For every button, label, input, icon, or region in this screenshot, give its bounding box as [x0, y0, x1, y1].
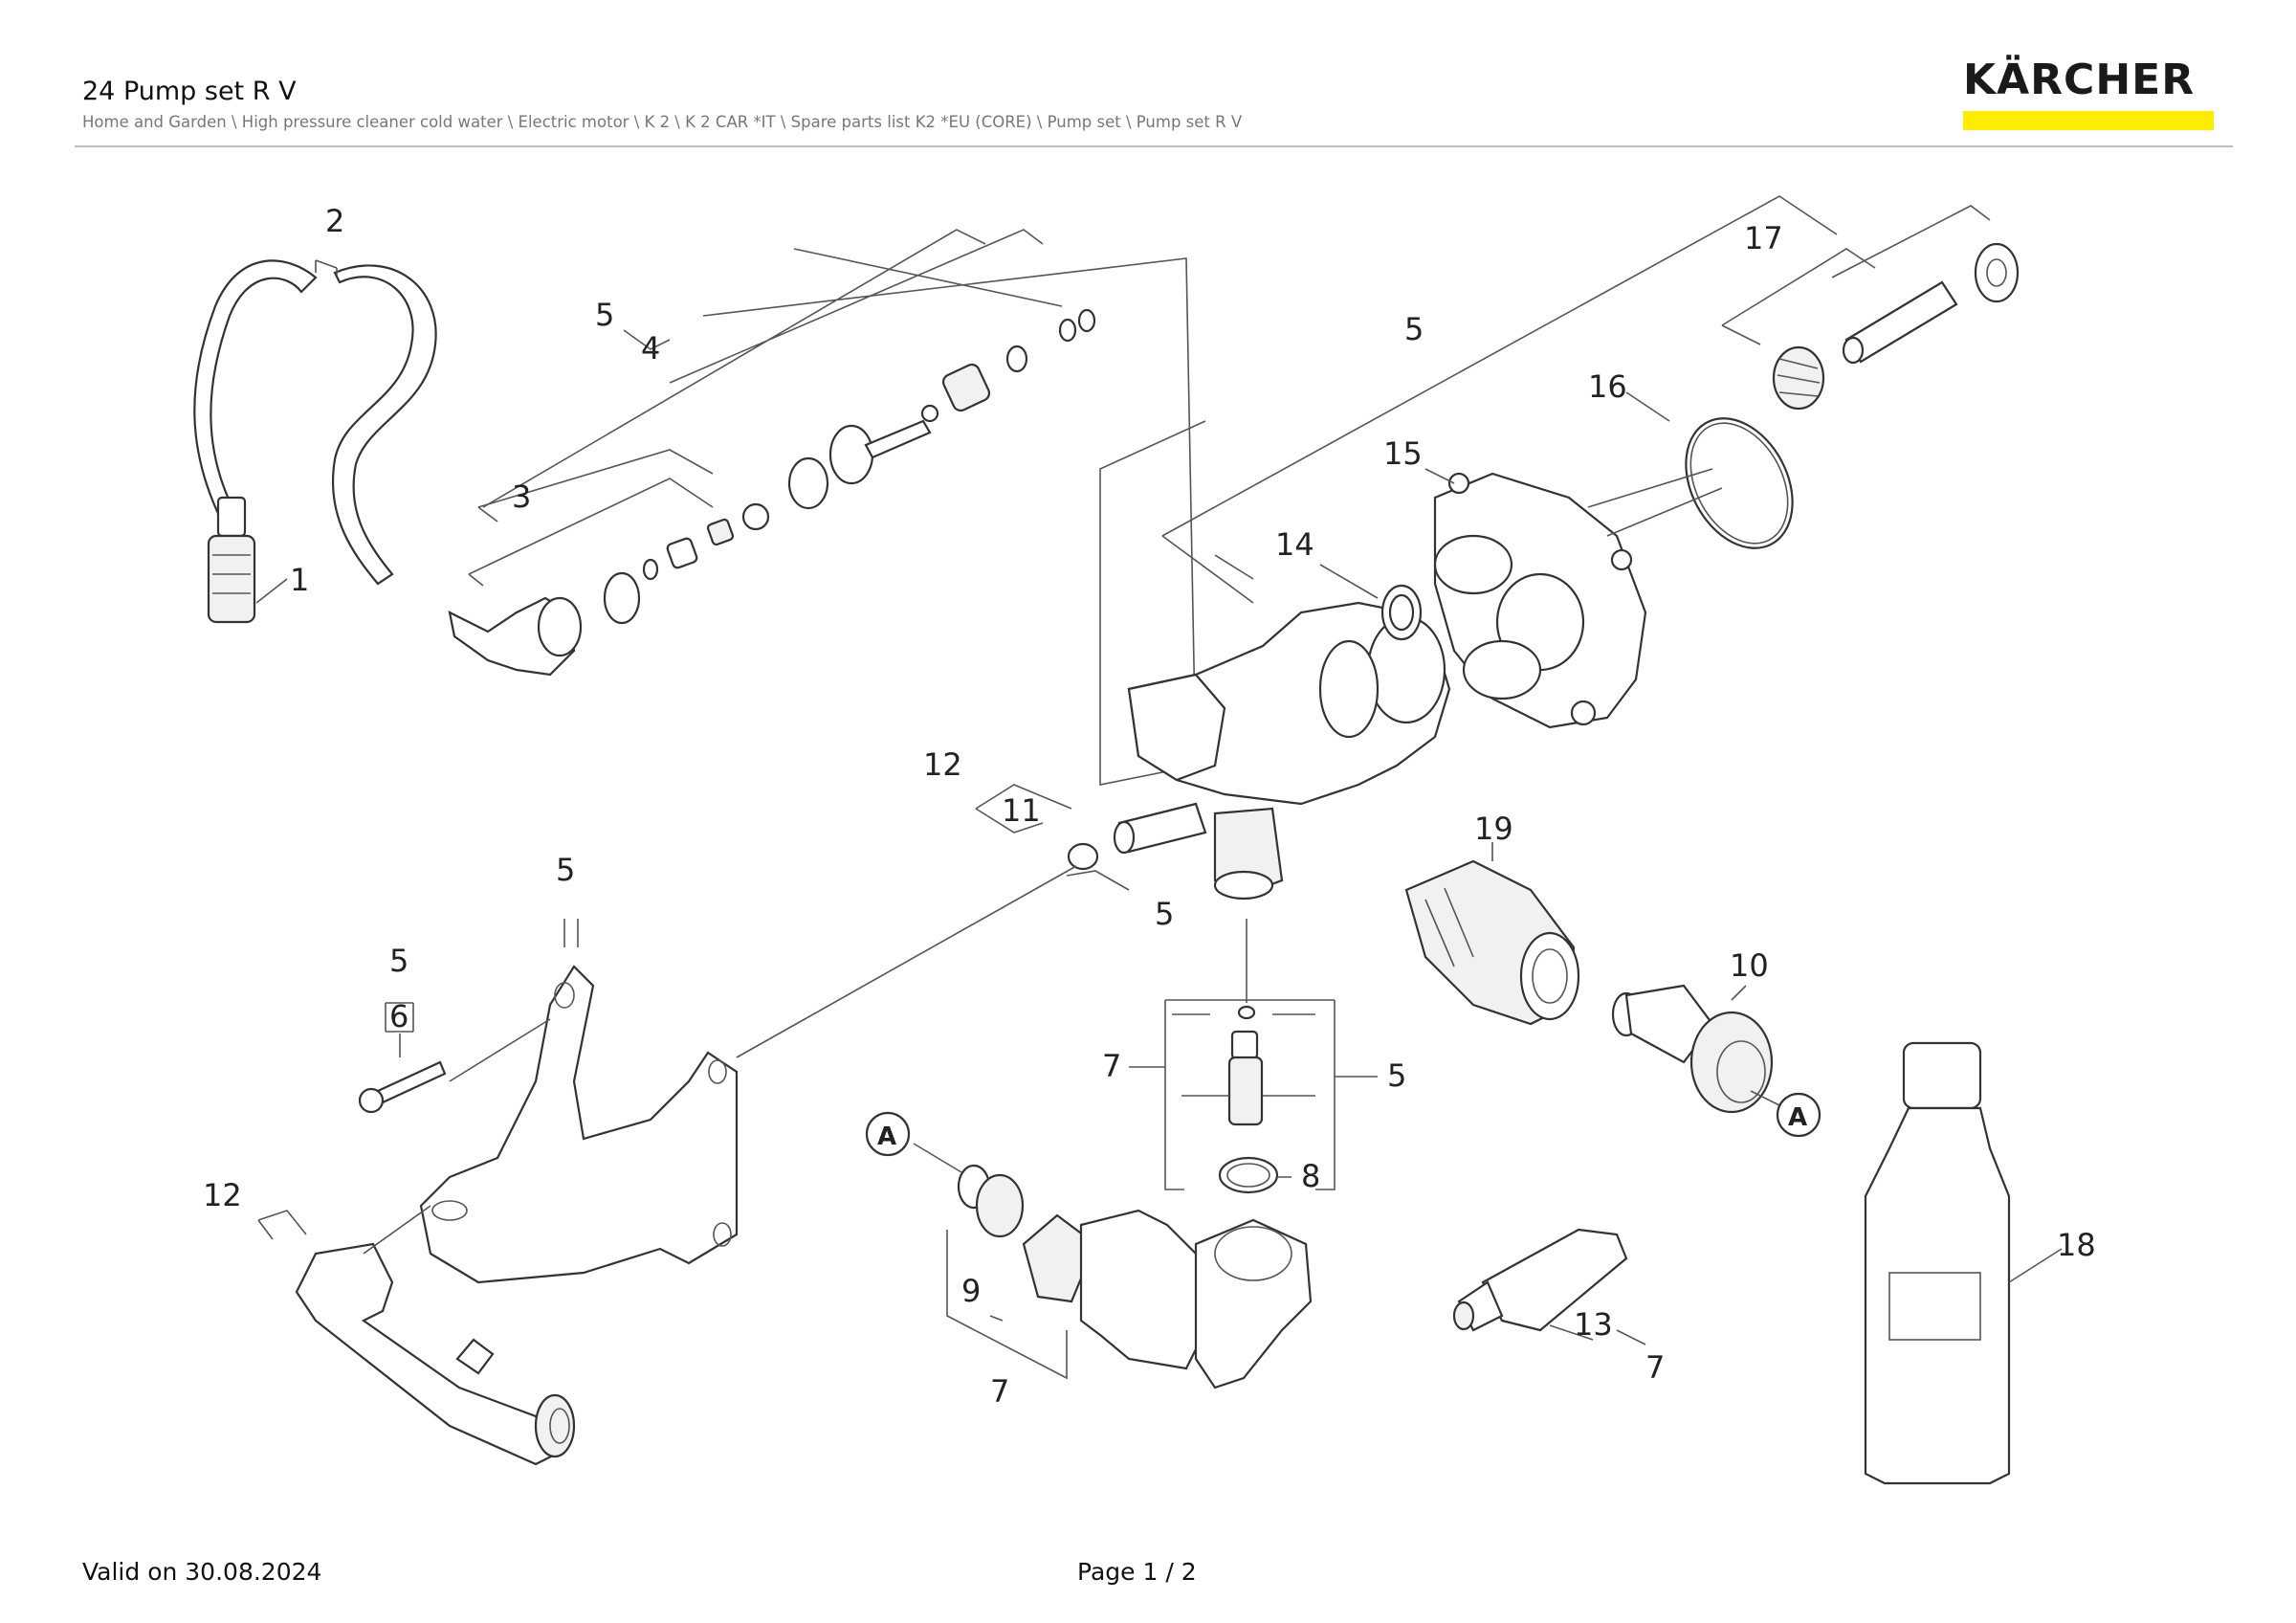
part-3-inlet-assembly[interactable]	[448, 502, 770, 677]
brand-logo: KÄRCHER	[1963, 59, 2214, 130]
callout-16: 16	[1588, 368, 1627, 405]
header-divider	[75, 145, 2233, 147]
callout-a-circle-1	[865, 1111, 911, 1157]
leader-6	[385, 1002, 414, 1057]
pump-head-housing[interactable]	[1113, 601, 1451, 900]
part-7-cartridge[interactable]	[1218, 1005, 1279, 1194]
callout-4: 4	[641, 330, 660, 367]
part-16-oring[interactable]	[1665, 400, 1814, 567]
callout-12-lower: 12	[203, 1177, 242, 1213]
part-19-union-nut[interactable]	[1404, 859, 1580, 1026]
callout-a-circle-2	[1776, 1092, 1821, 1138]
callout-a-2: A	[1788, 1103, 1807, 1132]
part-6-screw[interactable]	[358, 1060, 447, 1114]
leader-9-7	[913, 1143, 1068, 1380]
callout-5-screw: 5	[389, 943, 408, 979]
breadcrumb[interactable]: Home and Garden \ High pressure cleaner …	[82, 113, 1243, 131]
leader-14	[1319, 564, 1379, 599]
callout-6: 6	[389, 998, 408, 1034]
leader-2	[315, 259, 338, 276]
part-11-oring[interactable]	[1067, 842, 1099, 871]
part-10-coupling[interactable]	[1611, 984, 1774, 1114]
part-13-grease-tube[interactable]	[1452, 1228, 1628, 1332]
leader-3	[468, 449, 714, 587]
part-1-filter[interactable]	[207, 496, 256, 624]
part-17-piston-assembly[interactable]	[1772, 242, 2020, 411]
brand-yellow-bar	[1963, 111, 2214, 130]
page-title: 24 Pump set R V	[82, 77, 297, 106]
leader-1	[255, 578, 288, 604]
callout-13: 13	[1574, 1306, 1613, 1343]
callout-17: 17	[1744, 220, 1783, 256]
leader-16	[1587, 391, 1723, 537]
leader-11	[975, 784, 1130, 891]
part-14-seal[interactable]	[1380, 584, 1423, 641]
leader-7-8	[1129, 919, 1378, 1190]
part-15-cylinder-head[interactable]	[1433, 472, 1647, 729]
callout-5-cartridge: 5	[1387, 1057, 1406, 1094]
leader-4	[482, 229, 1206, 786]
callout-5-upper-left: 5	[595, 297, 614, 333]
leader-12-pipe	[257, 1205, 431, 1255]
callout-7-tube: 7	[1645, 1349, 1665, 1386]
callout-5-oring: 5	[1155, 896, 1174, 932]
callout-7-elbow: 7	[990, 1373, 1009, 1410]
callout-7-cartridge: 7	[1102, 1048, 1121, 1084]
callout-9: 9	[961, 1273, 981, 1309]
brand-wordmark: KÄRCHER	[1963, 56, 2196, 104]
callout-2: 2	[325, 203, 344, 239]
footer-valid-date: Valid on 30.08.2024	[82, 1558, 322, 1586]
part-4-valve-assembly[interactable]	[787, 308, 1096, 510]
part-2-hose[interactable]	[193, 259, 437, 586]
leader-5-bracket	[449, 865, 1077, 1082]
callout-a-1: A	[877, 1123, 896, 1151]
callout-19: 19	[1474, 811, 1513, 847]
leader-5-4	[623, 329, 671, 350]
part-18-bottle[interactable]	[1864, 1041, 2011, 1485]
callout-12-upper: 12	[923, 746, 962, 783]
callout-10: 10	[1730, 947, 1769, 984]
part-9-inlet-elbow[interactable]	[957, 1164, 1313, 1390]
callout-1: 1	[290, 562, 309, 598]
leader-17	[1721, 205, 1991, 345]
part-12-inlet-pipe[interactable]	[295, 1242, 576, 1466]
callout-14: 14	[1275, 526, 1314, 563]
leader-13	[1549, 1324, 1646, 1345]
callout-8: 8	[1301, 1158, 1320, 1194]
callout-11: 11	[1002, 792, 1041, 829]
callout-3: 3	[512, 478, 531, 515]
callout-5-pump: 5	[1404, 311, 1424, 347]
part-5-bracket[interactable]	[419, 965, 739, 1284]
leader-15	[1424, 468, 1455, 484]
leader-5-pump	[1161, 195, 1838, 604]
callout-18: 18	[2057, 1227, 2096, 1263]
callout-15: 15	[1383, 435, 1423, 472]
callout-5-bracket: 5	[556, 852, 575, 888]
footer-page-number: Page 1 / 2	[1077, 1558, 1197, 1586]
leader-18	[2008, 1248, 2063, 1283]
